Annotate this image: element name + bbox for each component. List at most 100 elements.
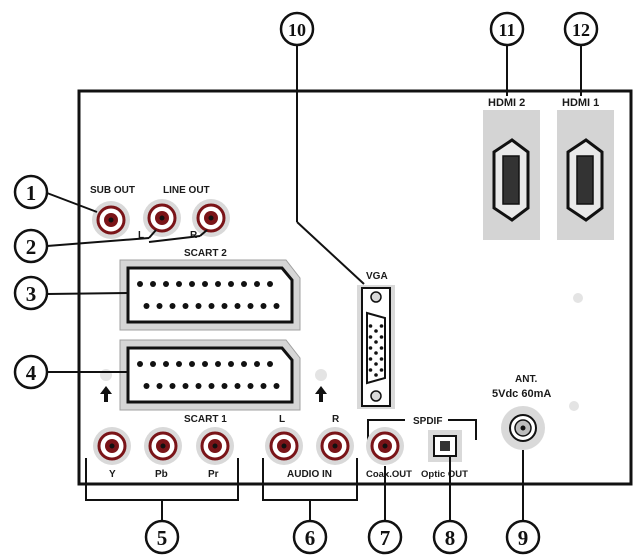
audio-in-l-label: L	[279, 414, 285, 425]
svg-text:3: 3	[26, 282, 37, 306]
connector-pin	[195, 303, 202, 309]
indicator-dot	[100, 369, 112, 381]
scart-2-label: SCART 2	[184, 248, 227, 259]
callout-9: 9	[505, 519, 541, 555]
connector-pin	[137, 361, 143, 367]
callout-3: 3	[13, 275, 49, 311]
callout-8: 8	[432, 519, 468, 555]
hdmi-1-port	[557, 110, 614, 240]
scart-1-label: SCART 1	[184, 414, 227, 425]
up-arrow-icon	[315, 386, 327, 402]
line-out-l-label: L	[138, 230, 144, 241]
hdmi-2-label: HDMI 2	[488, 97, 525, 109]
component-y-label: Y	[109, 469, 116, 480]
line-out-r-label: R	[190, 230, 198, 241]
optic-out-port	[428, 430, 462, 462]
component-pr-jack	[196, 427, 234, 465]
connector-pin	[254, 361, 260, 367]
svg-text:7: 7	[380, 526, 391, 550]
svg-text:6: 6	[305, 526, 316, 550]
connector-pin	[241, 281, 247, 287]
connector-pin	[260, 383, 267, 389]
callout-5: 5	[144, 519, 180, 555]
connector-pin	[228, 361, 234, 367]
scart-1-connector	[119, 339, 301, 411]
svg-text:12: 12	[572, 20, 590, 40]
connector-pin	[374, 351, 378, 355]
callout-6: 6	[292, 519, 328, 555]
connector-pin	[368, 357, 373, 361]
connector-pin	[202, 361, 208, 367]
svg-text:9: 9	[518, 526, 529, 550]
callout-7: 7	[367, 519, 403, 555]
connector-pin	[150, 281, 156, 287]
callout-4: 4	[13, 354, 49, 390]
bracket-5	[85, 458, 239, 520]
line-out-r-jack	[192, 199, 230, 237]
callout-1: 1	[13, 174, 49, 210]
connector-pin	[202, 281, 208, 287]
connector-pin	[379, 324, 384, 328]
hdmi-1-label: HDMI 1	[562, 97, 599, 109]
sub-out-label: SUB OUT	[90, 185, 135, 196]
connector-pin	[374, 329, 378, 333]
sub-out-jack	[92, 201, 130, 239]
connector-pin	[247, 303, 254, 309]
connector-pin	[368, 324, 373, 328]
connector-pin	[143, 303, 150, 309]
connector-pin	[215, 361, 221, 367]
connector-pin	[234, 383, 241, 389]
antenna-port	[501, 406, 545, 450]
component-pb-label: Pb	[155, 469, 168, 480]
spdif-label: SPDIF	[413, 416, 442, 427]
screw-mark	[569, 401, 579, 411]
svg-text:2: 2	[26, 235, 37, 259]
connector-pin	[150, 361, 156, 367]
connector-pin	[143, 383, 150, 389]
vga-label: VGA	[366, 271, 388, 282]
connector-pin	[267, 361, 273, 367]
svg-text:10: 10	[288, 20, 306, 40]
connector-pin	[273, 383, 280, 389]
connector-pin	[189, 281, 195, 287]
audio-in-l-jack	[265, 427, 303, 465]
connector-pin	[260, 303, 267, 309]
svg-text:4: 4	[26, 361, 37, 385]
svg-text:5: 5	[157, 526, 168, 550]
svg-text:11: 11	[498, 20, 515, 40]
connector-pin	[156, 303, 163, 309]
connector-pin	[374, 340, 378, 344]
connector-pin	[169, 303, 176, 309]
audio-in-r-label: R	[332, 414, 340, 425]
connector-pin	[374, 373, 378, 377]
connector-pin	[163, 281, 169, 287]
connector-pin	[189, 361, 195, 367]
connector-pin	[215, 281, 221, 287]
optic-out-label: Optic OUT	[421, 469, 468, 480]
connector-pin	[379, 346, 384, 350]
connector-pin	[374, 362, 378, 366]
callout-11: 11	[489, 11, 525, 47]
callout-12: 12	[563, 11, 599, 47]
connector-pin	[208, 383, 215, 389]
coax-out-jack	[366, 427, 404, 465]
connector-pin	[368, 346, 373, 350]
hdmi-2-port	[483, 110, 540, 240]
bracket-6	[262, 458, 358, 520]
connector-pin	[241, 361, 247, 367]
connector-pin	[247, 383, 254, 389]
component-pb-jack	[144, 427, 182, 465]
audio-in-r-jack	[316, 427, 354, 465]
connector-pin	[176, 361, 182, 367]
connector-pin	[182, 303, 189, 309]
ant-power-label: 5Vdc 60mA	[492, 388, 551, 400]
connector-pin	[137, 281, 143, 287]
ant-label: ANT.	[515, 374, 537, 385]
component-y-jack	[93, 427, 131, 465]
connector-pin	[368, 335, 373, 339]
connector-pin	[221, 303, 228, 309]
vga-port	[357, 285, 395, 409]
callout-2: 2	[13, 228, 49, 264]
connector-pin	[379, 368, 384, 372]
